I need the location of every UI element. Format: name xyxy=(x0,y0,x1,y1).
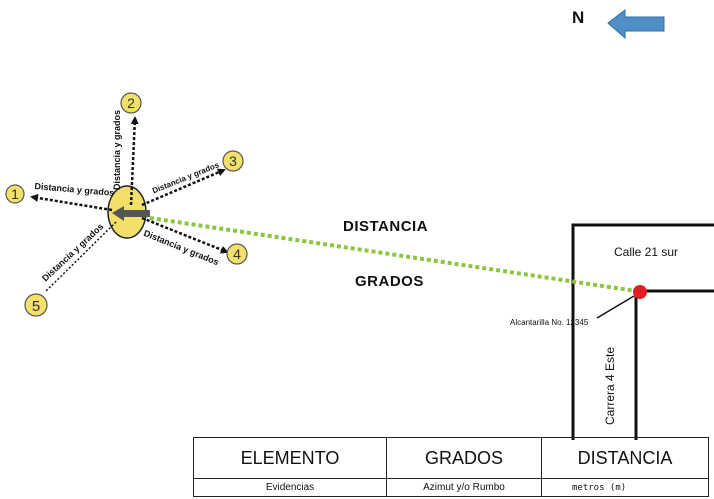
ray-1 xyxy=(30,194,113,212)
north-label: N xyxy=(572,8,585,27)
legend-sub-row: Evidencias Azimut y/o Rumbo metros (m) xyxy=(193,478,709,497)
ray-5 xyxy=(44,221,117,293)
legend-header-grados: GRADOS xyxy=(386,437,542,479)
legend-sub-metros: metros (m) xyxy=(541,478,709,497)
distance-label: DISTANCIA xyxy=(343,218,429,235)
marker-2-number: 2 xyxy=(127,95,135,111)
reference-leader xyxy=(596,295,635,319)
marker-4-number: 4 xyxy=(233,246,241,262)
legend-sub-evidencias: Evidencias xyxy=(193,478,387,497)
legend-table: ELEMENTO GRADOS DISTANCIA Evidencias Azi… xyxy=(193,437,709,497)
ray-4 xyxy=(141,216,229,254)
reference-label: Alcantarilla No. 12345 xyxy=(510,318,589,327)
legend-header-elemento: ELEMENTO xyxy=(193,437,387,479)
legend-sub-azimut: Azimut y/o Rumbo xyxy=(386,478,542,497)
marker-5: 5 xyxy=(24,293,48,317)
legend-header-distancia: DISTANCIA xyxy=(541,437,709,479)
marker-1: 1 xyxy=(5,184,25,204)
marker-5-number: 5 xyxy=(32,298,40,315)
distance-line xyxy=(149,216,637,293)
carrera-label: Carrera 4 Este xyxy=(603,346,617,425)
center-arrow-icon xyxy=(112,206,150,221)
reference-point xyxy=(633,285,647,299)
legend-header-row: ELEMENTO GRADOS DISTANCIA xyxy=(193,437,709,479)
marker-3-number: 3 xyxy=(229,153,237,169)
marker-1-number: 1 xyxy=(11,186,19,202)
marker-4: 4 xyxy=(226,243,248,265)
ray-2 xyxy=(129,116,139,206)
north-arrow-icon xyxy=(607,8,665,40)
ray-2-label: Distancia y grados xyxy=(112,109,122,190)
calle-boundary xyxy=(571,223,714,440)
degrees-label: GRADOS xyxy=(355,273,424,290)
marker-2: 2 xyxy=(120,92,142,114)
marker-3: 3 xyxy=(222,150,244,172)
calle-label: Calle 21 sur xyxy=(614,245,679,259)
